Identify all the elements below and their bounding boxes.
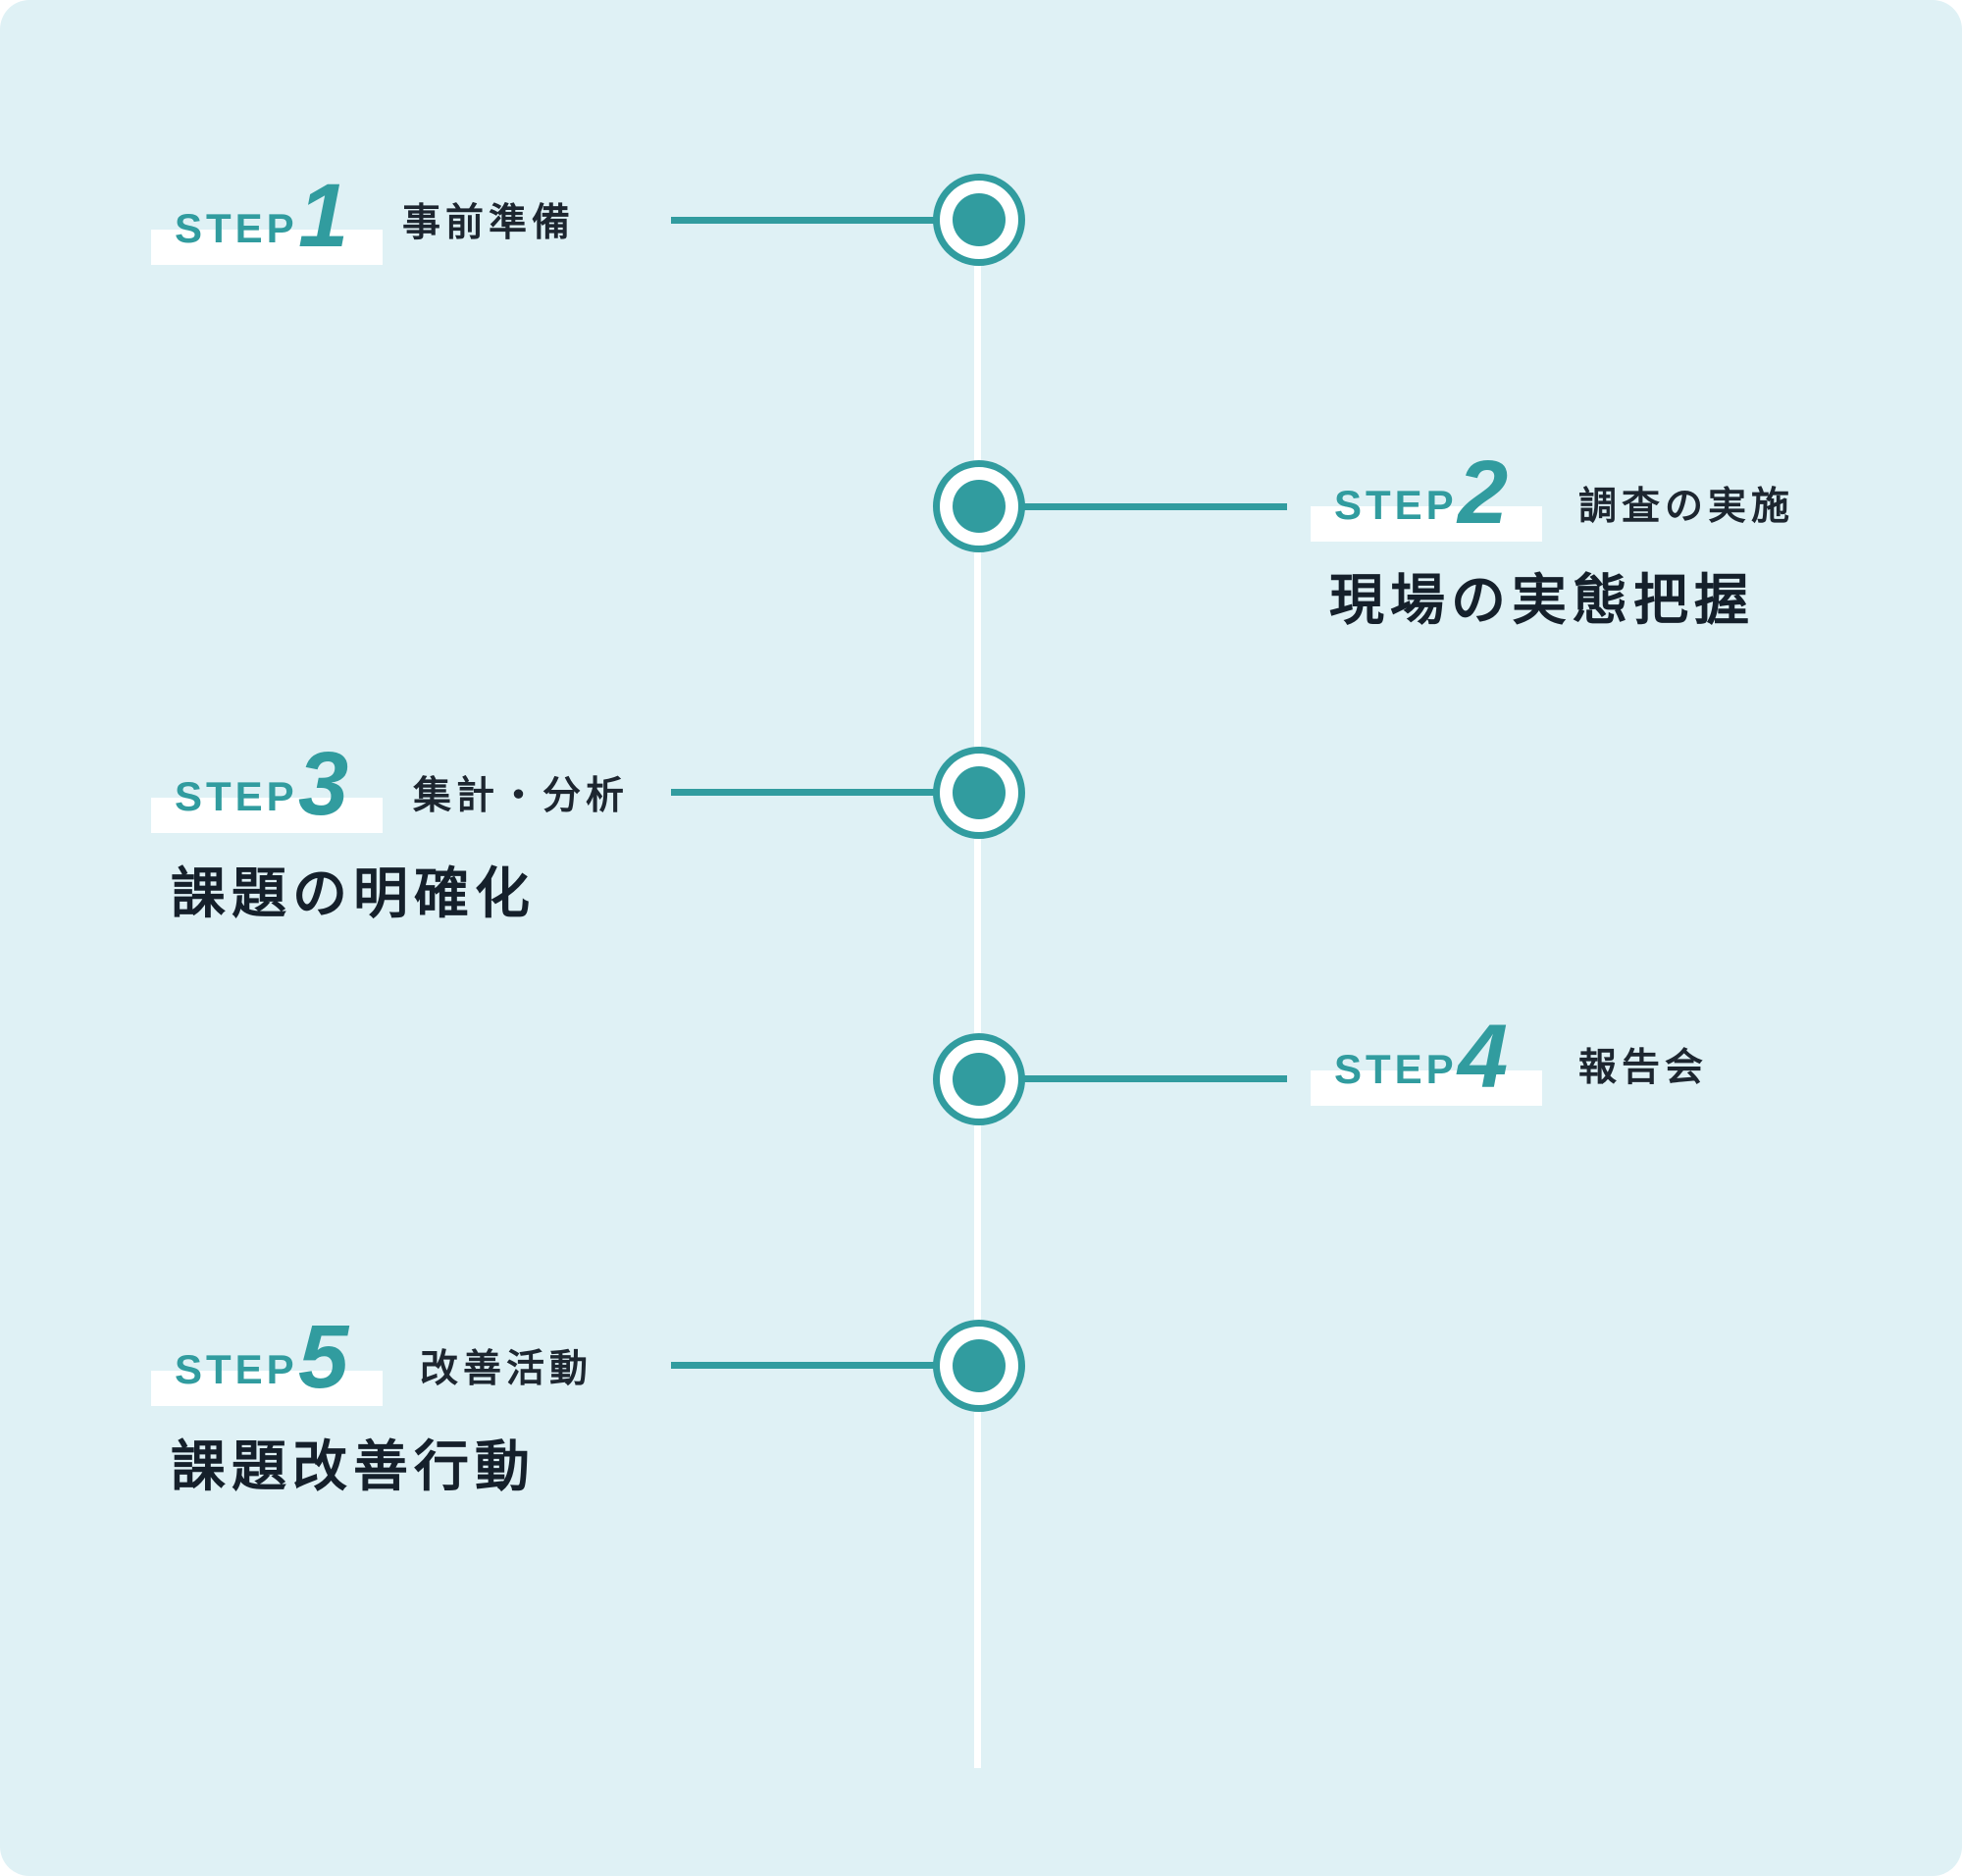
step-2-badge: STEP 2 [1311, 447, 1542, 542]
step-5-connector [671, 1362, 936, 1369]
step-3-title: 課題の明確化 [171, 862, 536, 926]
step-2-badge-band [1311, 506, 1542, 542]
step-3-badge-band [151, 798, 383, 833]
step-1-subtitle: 事前準備 [402, 201, 576, 245]
step-5-title: 課題改善行動 [171, 1435, 536, 1499]
step-5-subtitle: 改善活動 [420, 1347, 594, 1391]
step-4-label: STEP [1334, 1046, 1458, 1092]
step-2-title: 現場の実態把握 [1329, 569, 1755, 633]
step-1-node [933, 174, 1025, 266]
step-3-badge: STEP 3 [151, 739, 383, 833]
step-3-subtitle: 集計・分析 [413, 774, 630, 818]
step-5-node [933, 1320, 1025, 1412]
step-4-badge-band [1311, 1070, 1542, 1106]
step-2-connector [1010, 503, 1287, 510]
step-4-badge: STEP 4 [1311, 1012, 1542, 1106]
step-5-badge-band [151, 1371, 383, 1406]
step-1-badge: STEP 1 [151, 171, 383, 265]
step-3-label: STEP [175, 773, 298, 819]
timeline-spine [974, 245, 981, 1768]
step-1-number: 1 [298, 166, 349, 266]
step-5-node-dot [953, 1339, 1006, 1392]
step-1-badge-band [151, 230, 383, 265]
step-4-subtitle: 報告会 [1578, 1046, 1709, 1090]
step-4-node [933, 1033, 1025, 1125]
step-4-connector [1010, 1075, 1287, 1082]
step-5-number: 5 [298, 1307, 349, 1407]
step-2-label: STEP [1334, 482, 1458, 528]
step-2-node [933, 460, 1025, 552]
step-4-number: 4 [1458, 1007, 1509, 1107]
step-3-connector [671, 789, 936, 796]
step-3-node-dot [953, 766, 1006, 819]
step-2-subtitle: 調査の実施 [1578, 485, 1795, 529]
step-3-node [933, 747, 1025, 839]
step-5-badge: STEP 5 [151, 1312, 383, 1406]
step-1-node-dot [953, 193, 1006, 246]
step-3-number: 3 [298, 734, 349, 834]
step-5-label: STEP [175, 1346, 298, 1392]
step-2-node-dot [953, 480, 1006, 533]
step-2-number: 2 [1458, 443, 1509, 543]
step-4-node-dot [953, 1053, 1006, 1106]
step-1-label: STEP [175, 205, 298, 251]
step-1-connector [671, 217, 936, 224]
